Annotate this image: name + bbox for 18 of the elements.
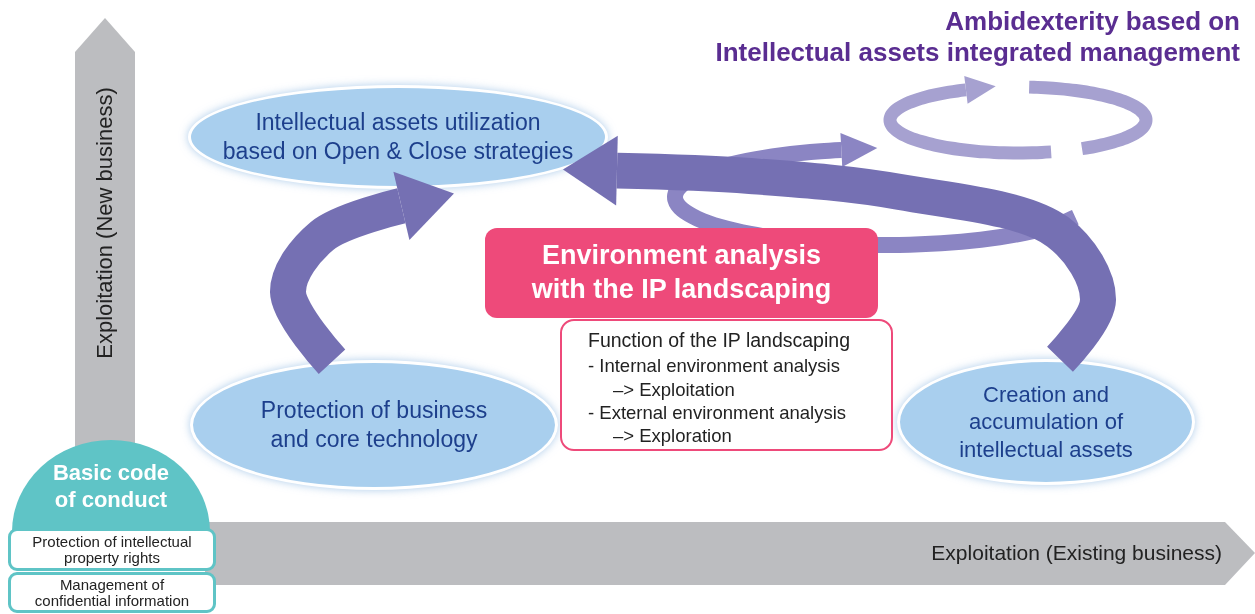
title: Ambidexterity based on Intellectual assets integrated management [715,6,1240,69]
info-card [560,319,893,451]
node-text: Creation and accumulation of intellectual assets [959,380,1133,464]
axis-label: Exploitation (New business) [92,86,118,361]
axis-label: Exploitation (Existing business) [931,541,1222,565]
node-text: Management of confidential information [34,576,190,609]
bullet-text: - External environment analysis –> Exploration [588,400,847,447]
card-heading: Function of the IP landscaping [588,328,850,353]
node-text: Protection of intellectual property rights [32,533,192,566]
node-text: Environment analysis with the IP landscaping [531,239,832,306]
node-text: Basic code of conduct [52,458,170,514]
cycle-arrow [562,135,1116,372]
rounded-box [8,572,216,613]
node-text: Protection of business and core technology [260,396,488,454]
node-text: Intellectual assets utilization based on Open & Close strategies [222,108,574,166]
highlight-box [485,228,878,318]
bullet-text: - Internal environment analysis –> Exploitation [588,354,840,401]
rounded-box [8,528,216,571]
